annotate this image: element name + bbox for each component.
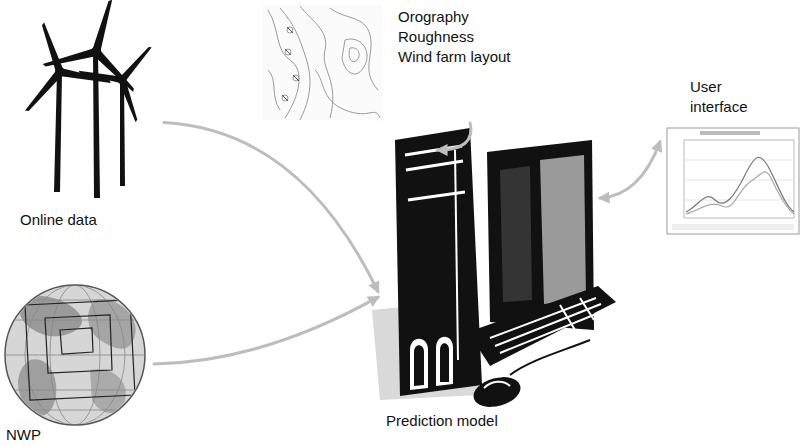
node-caption: Roughness [398,27,474,47]
node-caption: User interface [690,77,772,117]
flow-arrow [154,297,378,364]
nwp-globe [5,285,145,425]
wind-turbines [0,0,181,198]
illustrated-node: NWP [4,283,154,445]
illustrated-node: Prediction model [378,150,600,433]
computer-clipart [372,128,616,412]
flow-arrow [164,123,378,292]
node-caption: Orography [398,7,469,27]
illustrated-node: Online data [14,15,164,230]
contour-map [262,5,382,121]
flow-arrow [600,142,660,198]
illustrated-node: OrographyRoughnessWind farm layout [258,2,530,123]
flow-arrow [438,123,471,150]
forecast-chart [667,128,799,234]
illustrated-node: User interface [660,77,802,239]
node-caption: Prediction model [386,411,498,431]
node-caption: Wind farm layout [398,47,511,67]
node-caption: Online data [20,210,97,230]
node-caption: NWP [6,425,41,445]
